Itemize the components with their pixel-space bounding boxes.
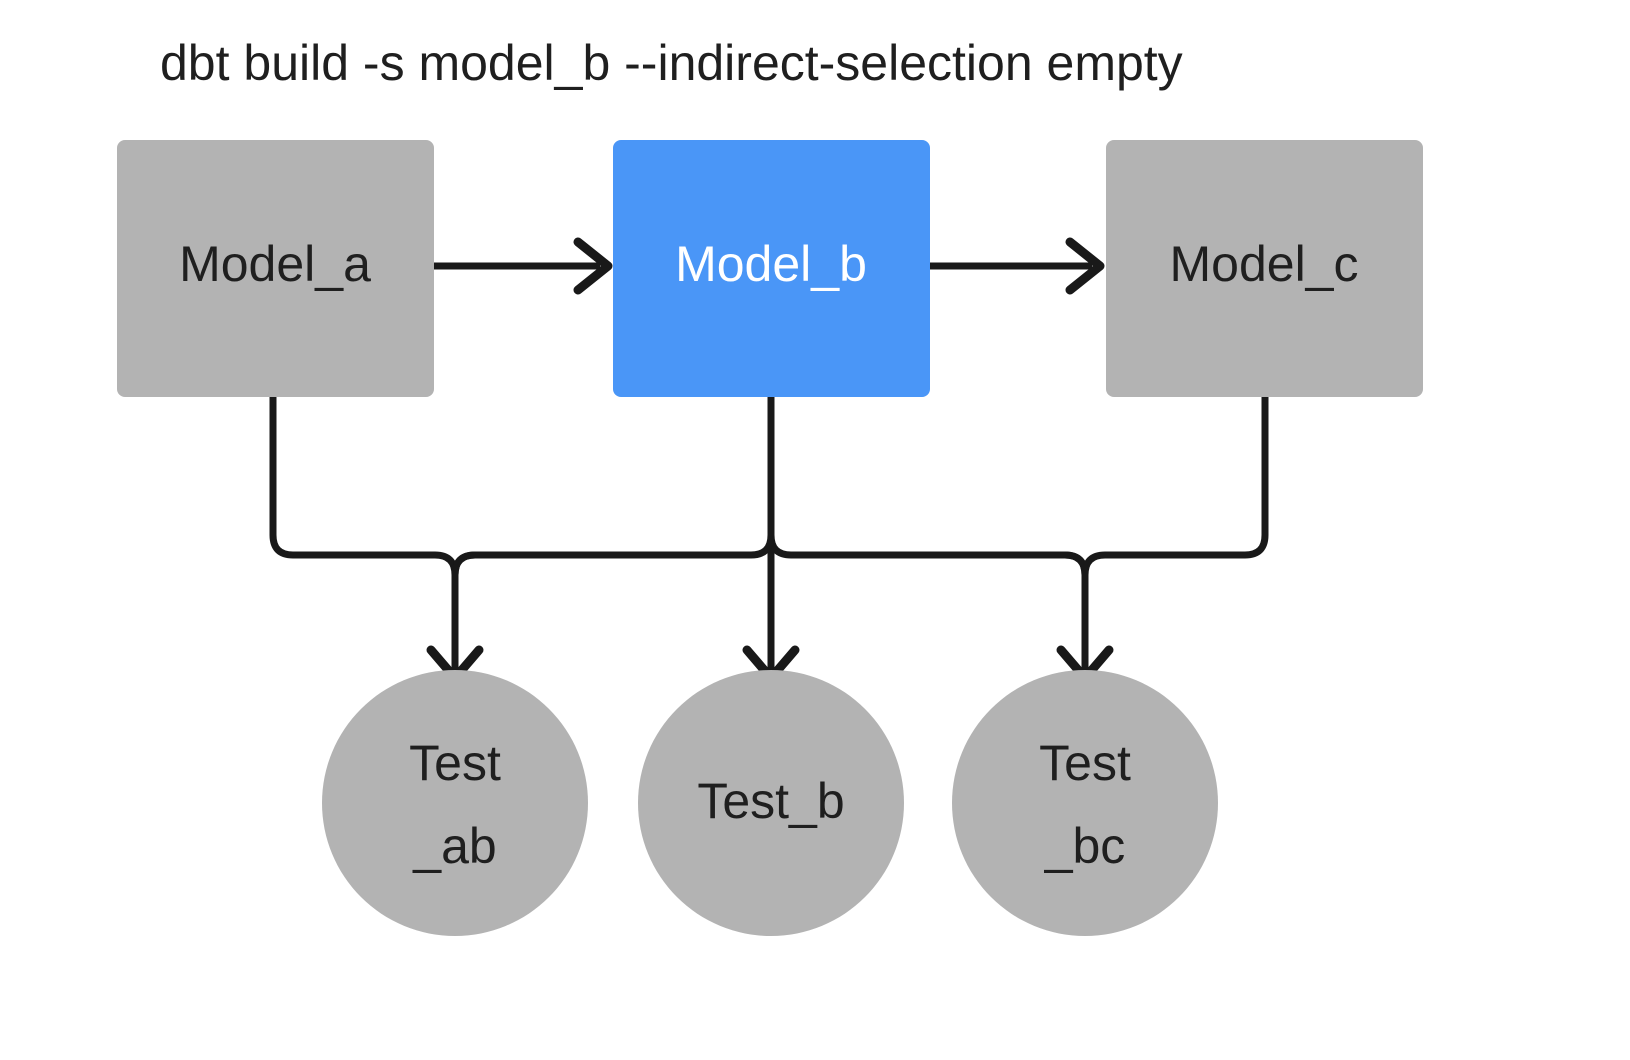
model-c-label: Model_c — [1170, 236, 1359, 292]
edge-model-b-to-test-bc — [791, 551, 1089, 672]
node-test-ab[interactable]: Test _ab — [322, 670, 588, 936]
test-b-circle[interactable] — [638, 670, 904, 936]
edge-model-a-to-test-ab — [269, 397, 459, 672]
test-ab-label-line2: _ab — [412, 818, 496, 874]
edge-model-b-to-test-ab — [451, 551, 751, 672]
node-model-b[interactable]: Model_b — [613, 140, 930, 397]
test-bc-circle[interactable] — [952, 670, 1218, 936]
model-b-label: Model_b — [675, 236, 867, 292]
model-a-label: Model_a — [179, 236, 371, 292]
node-model-a[interactable]: Model_a — [117, 140, 434, 397]
node-test-b[interactable]: Test_b — [638, 670, 904, 936]
model-b-rect[interactable] — [613, 140, 930, 397]
diagram-title: dbt build -s model_b --indirect-selectio… — [160, 35, 1183, 91]
edge-model-a-to-model-b — [434, 237, 613, 295]
edge-model-b-to-model-c — [929, 237, 1105, 295]
test-bc-label-line2: _bc — [1044, 818, 1126, 874]
test-ab-label-line1: Test — [409, 735, 501, 791]
node-model-c[interactable]: Model_c — [1106, 140, 1423, 397]
model-a-rect[interactable] — [117, 140, 434, 397]
test-ab-circle[interactable] — [322, 670, 588, 936]
junction-test-ab — [451, 551, 476, 576]
model-c-rect[interactable] — [1106, 140, 1423, 397]
junction-test-bc — [1064, 551, 1089, 576]
test-b-label-line1: Test_b — [697, 773, 844, 829]
junction-test-b-left — [750, 534, 775, 559]
test-bc-label-line1: Test — [1039, 735, 1131, 791]
node-test-bc[interactable]: Test _bc — [952, 670, 1218, 936]
edge-model-c-to-test-bc — [1081, 397, 1269, 672]
